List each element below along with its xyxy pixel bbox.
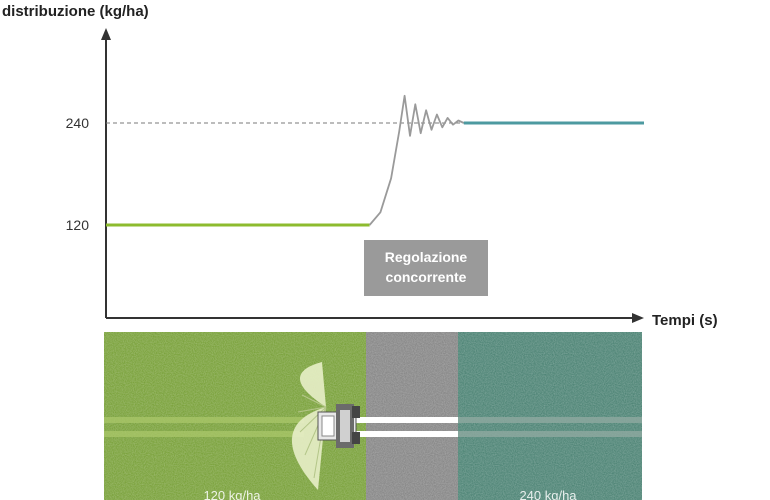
tramline-teal-2	[458, 431, 642, 437]
spread-fan-icon	[291, 362, 327, 490]
tractor-icon	[317, 404, 360, 448]
y-tick-label-240: 240	[66, 115, 90, 131]
series-line	[106, 94, 644, 227]
tramline-gray-1	[352, 417, 458, 423]
field-teal-texture	[458, 332, 642, 500]
y-ticks: 120 240	[66, 115, 90, 233]
annotation-regolazione: Regolazione concorrente	[364, 240, 488, 296]
y-axis-arrow	[101, 28, 111, 40]
field-label-120: 120 kg/ha	[203, 488, 261, 500]
tramline-teal-1	[458, 417, 642, 423]
x-axis-label: Tempi (s)	[652, 312, 718, 329]
annotation-line-1: Regolazione	[385, 249, 468, 265]
tramline-green-2	[104, 431, 304, 437]
tramline-green-1	[104, 417, 304, 423]
y-tick-label-120: 120	[66, 217, 90, 233]
field-gray-texture	[366, 332, 458, 500]
field-strip: 120 kg/ha 240 kg/ha	[104, 332, 642, 500]
y-axis-label: distribuzione (kg/ha)	[2, 3, 149, 20]
field-label-240: 240 kg/ha	[519, 488, 577, 500]
annotation-line-2: concorrente	[386, 269, 467, 285]
annotation-box	[364, 240, 488, 296]
x-axis-arrow	[632, 313, 644, 323]
series-segment-transition	[368, 94, 465, 226]
tramline-gray-2	[352, 431, 458, 437]
